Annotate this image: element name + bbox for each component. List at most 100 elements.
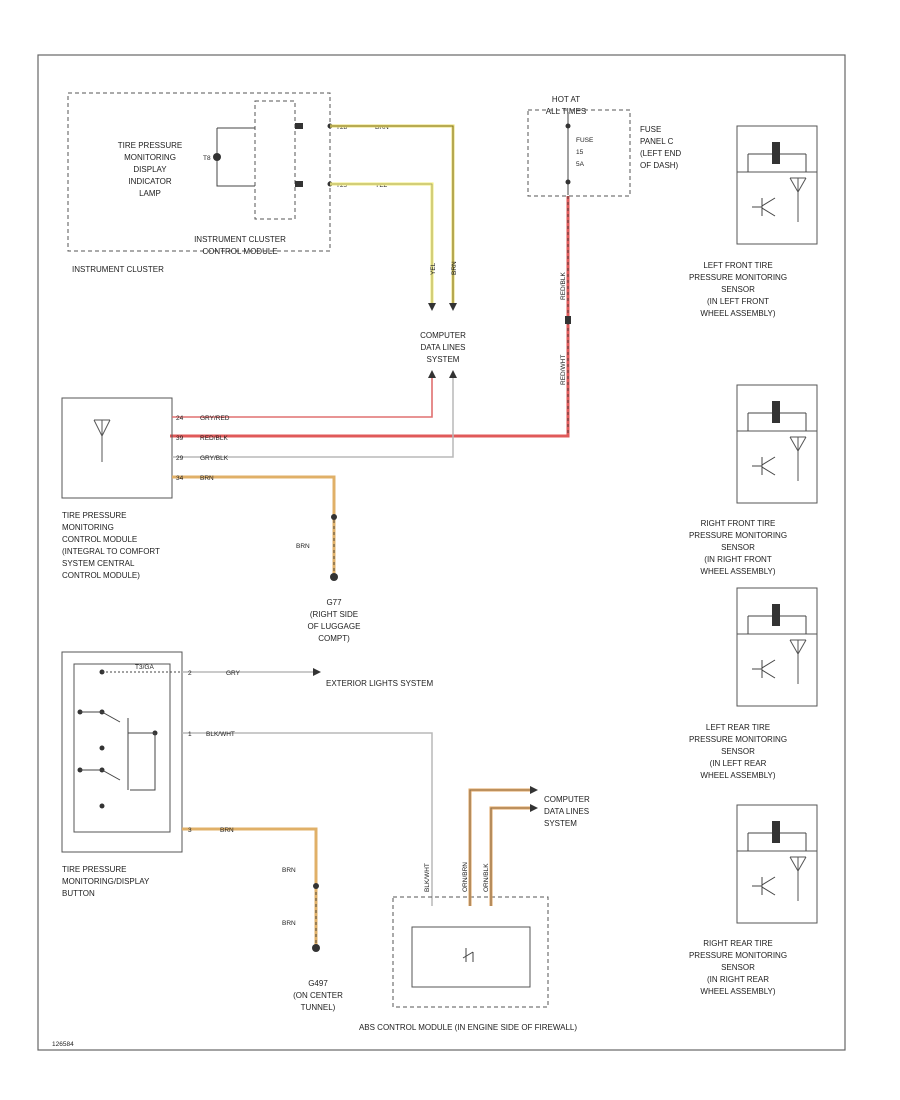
svg-text:COMPUTER: COMPUTER (544, 795, 590, 804)
sensor-antenna-icon (789, 856, 807, 901)
svg-text:CONTROL MODULE: CONTROL MODULE (62, 535, 137, 544)
svg-text:SYSTEM: SYSTEM (427, 355, 460, 364)
svg-text:BRN: BRN (296, 543, 310, 550)
ground-g77-icon (330, 573, 338, 581)
sensor-transistor-icon (752, 197, 776, 217)
lamp-pin: T8 (203, 155, 211, 162)
sensor-transistor-icon (752, 876, 776, 896)
svg-text:29: 29 (176, 455, 184, 462)
sensor-battery-icon (772, 401, 780, 423)
module-label-2: CONTROL MODULE (202, 247, 277, 256)
wire-yel-vertical-label: YEL (430, 262, 437, 275)
sensor-3-label-1: LEFT REAR TIRE (706, 723, 770, 732)
sensor-1: LEFT FRONT TIRE PRESSURE MONITORING SENSOR… (689, 125, 818, 318)
wire-brn-module (172, 475, 336, 578)
svg-text:34: 34 (176, 475, 184, 482)
sensor-antenna-icon (789, 436, 807, 481)
svg-text:FUSE: FUSE (640, 125, 661, 134)
svg-text:DATA LINES: DATA LINES (544, 807, 589, 816)
fuse-wire-lower: RED/WHT (560, 355, 567, 385)
svg-text:SYSTEM CENTRAL: SYSTEM CENTRAL (62, 559, 135, 568)
svg-text:PANEL C: PANEL C (640, 137, 674, 146)
sensor-2-label-4: (IN RIGHT FRONT (704, 555, 772, 564)
wire-blk-wht-button (182, 732, 433, 906)
sensor-3-label-2: PRESSURE MONITORING (689, 735, 787, 744)
sensor-4-label-5: WHEEL ASSEMBLY) (700, 987, 775, 996)
tpms-display-button: TIRE PRESSURE MONITORING/DISPLAY BUTTON (61, 651, 183, 898)
svg-text:DATA LINES: DATA LINES (420, 343, 465, 352)
svg-text:RED/BLK: RED/BLK (200, 435, 228, 442)
svg-text:G77: G77 (326, 598, 342, 607)
ground-g497-icon (312, 944, 320, 952)
sensor-2-label-2: PRESSURE MONITORING (689, 531, 787, 540)
lamp-label-3: DISPLAY (133, 165, 167, 174)
svg-text:OF DASH): OF DASH) (640, 161, 679, 170)
fuse-label-1: FUSE (576, 137, 594, 144)
svg-text:GRY: GRY (226, 670, 241, 677)
svg-text:TIRE PRESSURE: TIRE PRESSURE (62, 511, 126, 520)
wire-yel-cluster (330, 182, 434, 305)
wire-orn-blk (489, 806, 530, 906)
svg-text:BRN: BRN (282, 867, 296, 874)
svg-text:SYSTEM: SYSTEM (544, 819, 577, 828)
svg-text:CONTROL MODULE): CONTROL MODULE) (62, 571, 140, 580)
svg-text:BRN: BRN (220, 827, 234, 834)
wire-red-fuse (170, 196, 570, 438)
sensor-1-label-3: SENSOR (721, 285, 755, 294)
sensor-battery-icon (772, 604, 780, 626)
sensor-2-label-3: SENSOR (721, 543, 755, 552)
tire-sensors: LEFT FRONT TIRE PRESSURE MONITORING SENSOR… (689, 125, 818, 996)
abs-symbol-icon (462, 948, 474, 962)
antenna-icon (93, 419, 111, 462)
cluster-outer-label: INSTRUMENT CLUSTER (72, 265, 164, 274)
svg-text:BRN: BRN (282, 920, 296, 927)
sensor-3-label-4: (IN LEFT REAR (710, 759, 767, 768)
svg-text:TIRE PRESSURE: TIRE PRESSURE (62, 865, 126, 874)
lamp-icon (213, 153, 221, 161)
wire-gry-red (172, 378, 433, 418)
svg-text:HOT AT: HOT AT (552, 95, 580, 104)
svg-text:TUNNEL): TUNNEL) (301, 1003, 336, 1012)
sensor-1-label-1: LEFT FRONT TIRE (703, 261, 772, 270)
fuse-label-3: 5A (576, 161, 585, 168)
sensor-3: LEFT REAR TIRE PRESSURE MONITORING SENSOR (… (689, 587, 818, 780)
abs-control-module: ABS CONTROL MODULE (IN ENGINE SIDE OF FI… (359, 896, 577, 1032)
svg-text:GRY/RED: GRY/RED (200, 415, 230, 422)
svg-text:(ON CENTER: (ON CENTER (293, 991, 343, 1000)
svg-text:3: 3 (188, 827, 192, 834)
diagram-id: 126584 (52, 1041, 74, 1048)
sensor-3-label-5: WHEEL ASSEMBLY) (700, 771, 775, 780)
svg-text:COMPUTER: COMPUTER (420, 331, 466, 340)
svg-text:MONITORING: MONITORING (62, 523, 114, 532)
ground-g77-label: G77 (RIGHT SIDE OF LUGGAGE COMPT) (308, 598, 361, 643)
diagram-frame (37, 54, 846, 1051)
svg-text:ALL TIMES: ALL TIMES (546, 107, 586, 116)
wire-gry-blk (172, 378, 454, 458)
sensor-transistor-icon (752, 659, 776, 679)
sensor-antenna-icon (789, 177, 807, 222)
svg-text:ORN/BLK: ORN/BLK (483, 863, 490, 892)
lamp-label-4: INDICATOR (128, 177, 171, 186)
sensor-4-label-3: SENSOR (721, 963, 755, 972)
svg-text:MONITORING/DISPLAY: MONITORING/DISPLAY (62, 877, 150, 886)
sensor-battery-icon (772, 142, 780, 164)
lamp-label-2: MONITORING (124, 153, 176, 162)
svg-text:BRN: BRN (200, 475, 214, 482)
svg-text:(RIGHT SIDE: (RIGHT SIDE (310, 610, 358, 619)
svg-text:GRY/BLK: GRY/BLK (200, 455, 229, 462)
tpms-control-module: TIRE PRESSURE MONITORING CONTROL MODULE … (61, 397, 173, 580)
fuse-wire-upper: RED/BLK (560, 272, 567, 300)
svg-text:24: 24 (176, 415, 184, 422)
svg-text:(LEFT END: (LEFT END (640, 149, 681, 158)
ground-g497-label: G497 (ON CENTER TUNNEL) (293, 979, 343, 1012)
sensor-4-label-1: RIGHT REAR TIRE (703, 939, 773, 948)
sensor-antenna-icon (789, 639, 807, 684)
sensor-1-label-2: PRESSURE MONITORING (689, 273, 787, 282)
computer-data-lines-abs: COMPUTER DATA LINES SYSTEM (544, 795, 590, 828)
sensor-3-label-3: SENSOR (721, 747, 755, 756)
svg-text:COMPT): COMPT) (318, 634, 350, 643)
lamp-label-1: TIRE PRESSURE (118, 141, 182, 150)
sensor-2-label-1: RIGHT FRONT TIRE (701, 519, 776, 528)
